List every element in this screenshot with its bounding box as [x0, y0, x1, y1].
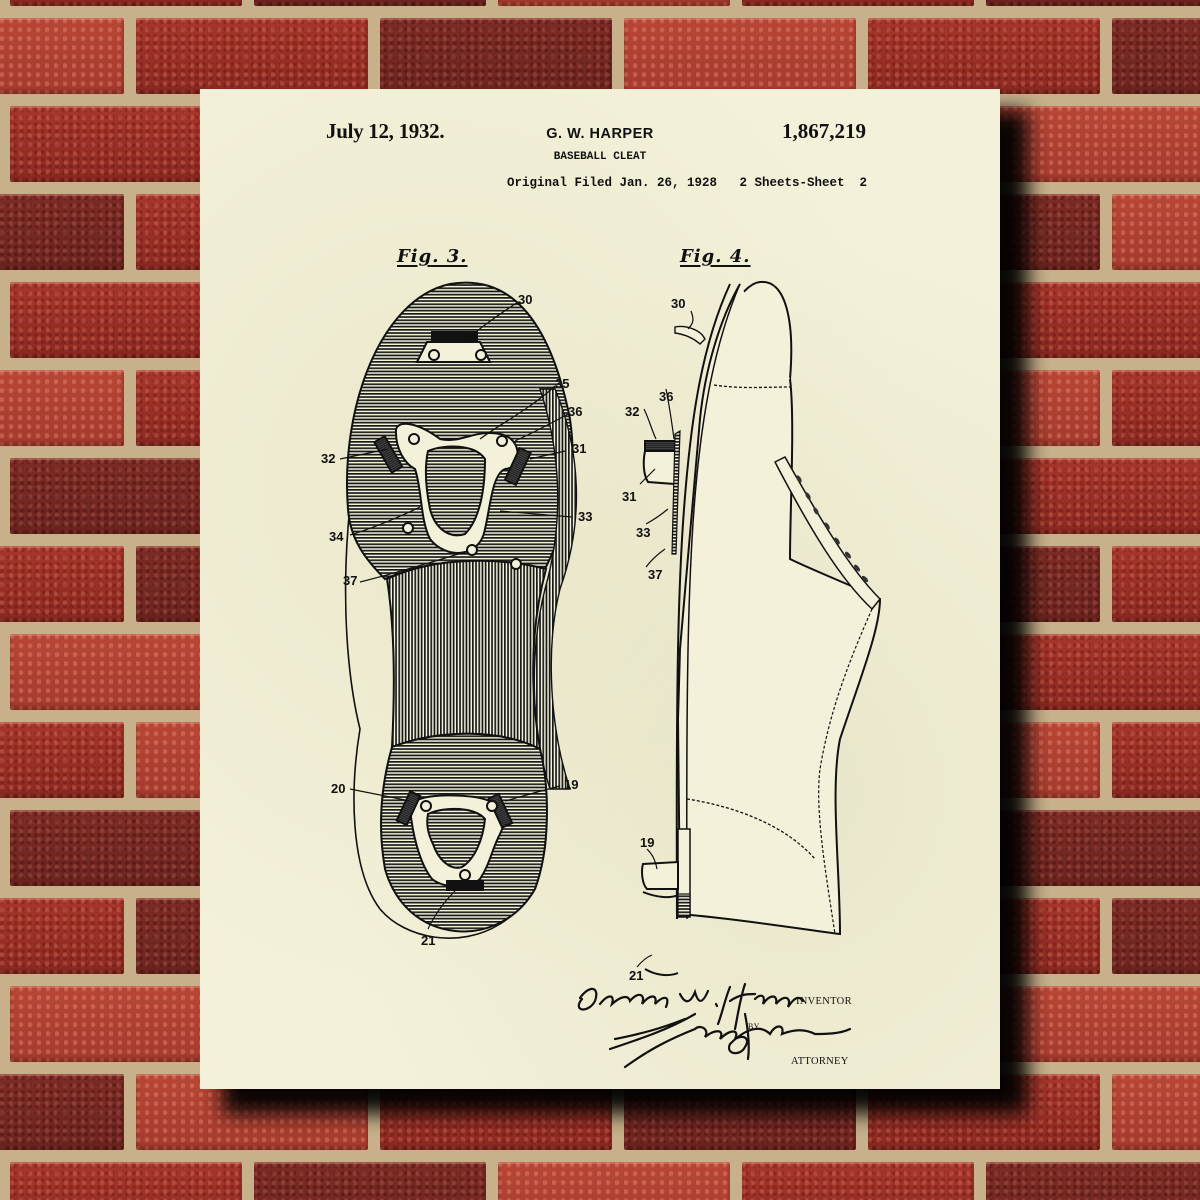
brick-row [0, 0, 1200, 6]
patent-poster: July 12, 1932. G. W. HARPER 1,867,219 BA… [200, 89, 1000, 1089]
figure-3-sole-drawing [339, 281, 578, 939]
brick [0, 194, 124, 270]
figure-4-side-drawing [636, 280, 882, 977]
fig3-ref-21: 21 [421, 933, 436, 948]
brick [1112, 722, 1200, 798]
brick [1112, 194, 1200, 270]
patent-title: BASEBALL CLEAT [553, 151, 647, 163]
brick [986, 0, 1200, 6]
fig4-ref-31: 31 [622, 489, 637, 504]
by-label: BY [748, 1022, 760, 1031]
figure-3-label: Fig. 3. [397, 246, 468, 267]
fig3-ref-20: 20 [331, 781, 346, 796]
brick [1112, 546, 1200, 622]
brick [1112, 898, 1200, 974]
patent-drawings [339, 280, 882, 1069]
brick [0, 546, 124, 622]
brick [1112, 370, 1200, 446]
fig3-ref-31: 31 [572, 441, 587, 456]
brick-row [0, 18, 1200, 94]
fig3-ref-32: 32 [321, 451, 336, 466]
figure-4-label: Fig. 4. [680, 246, 751, 267]
brick [1112, 1074, 1200, 1150]
fig4-ref-36: 36 [659, 389, 674, 404]
brick [498, 0, 730, 6]
brick [380, 18, 612, 94]
inventor-role-label: INVENTOR [796, 996, 852, 1007]
brick [0, 1074, 124, 1150]
fig3-ref-36: 36 [568, 404, 583, 419]
fig3-ref-37: 37 [343, 573, 358, 588]
brick [1112, 18, 1200, 94]
fig3-ref-30: 30 [518, 292, 533, 307]
brick [624, 18, 856, 94]
brick [498, 1162, 730, 1200]
brick [0, 370, 124, 446]
brick [742, 1162, 974, 1200]
brick [0, 722, 124, 798]
fig3-ref-34: 34 [329, 529, 344, 544]
filing-info: Original Filed Jan. 26, 1928 2 Sheets-Sh… [507, 176, 868, 190]
attorney-role-label: ATTORNEY [791, 1056, 849, 1067]
inventor-name: G. W. HARPER [546, 126, 654, 142]
fig4-ref-32: 32 [625, 404, 640, 419]
fig4-ref-19: 19 [640, 835, 655, 850]
fig4-ref-21: 21 [629, 968, 644, 983]
patent-number: 1,867,219 [782, 119, 866, 143]
brick [136, 18, 368, 94]
fig4-ref-37: 37 [648, 567, 663, 582]
brick [868, 18, 1100, 94]
brick [986, 1162, 1200, 1200]
brick [742, 0, 974, 6]
fig3-ref-19: 19 [564, 777, 579, 792]
fig3-ref-33: 33 [578, 509, 593, 524]
fig4-ref-33: 33 [636, 525, 651, 540]
brick [10, 1162, 242, 1200]
brick [0, 18, 124, 94]
brick-row [0, 1162, 1200, 1200]
fig4-ref-30: 30 [671, 296, 686, 311]
fig3-ref-35: 35 [555, 376, 570, 391]
brick [254, 0, 486, 6]
brick [10, 0, 242, 6]
signature-strokes [577, 982, 852, 1069]
brick [254, 1162, 486, 1200]
patent-date: July 12, 1932. [326, 119, 445, 143]
brick [0, 898, 124, 974]
